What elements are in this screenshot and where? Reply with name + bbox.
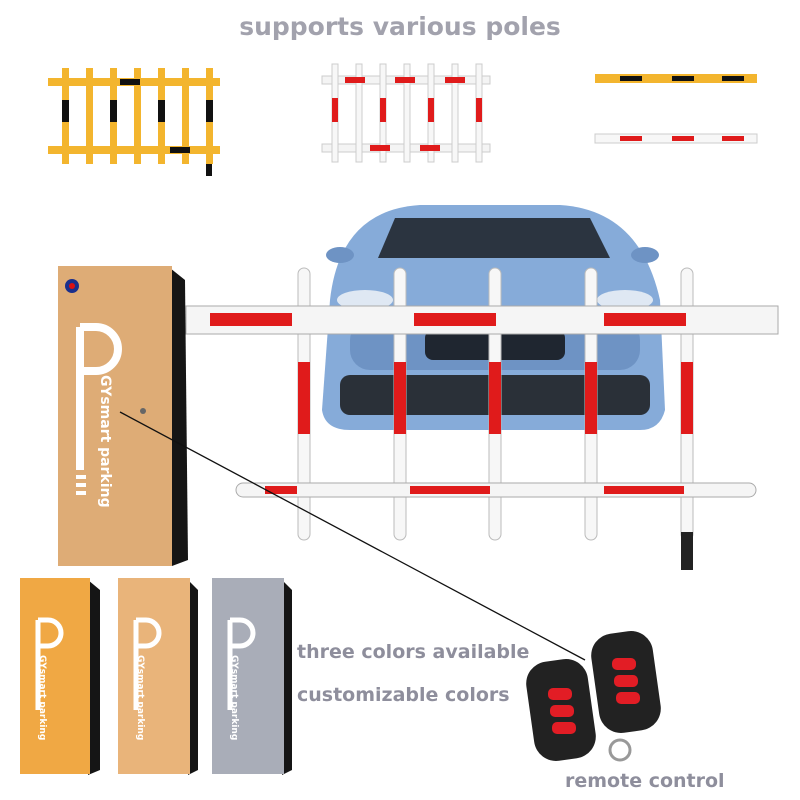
remote-control-label: remote control [565, 770, 725, 792]
swatch-gray-brand: GYsmart parking [229, 655, 239, 741]
color-swatches [20, 578, 292, 775]
cabinet-brand: GYsmart parking [97, 375, 113, 508]
swatch-tan-brand: GYsmart parking [135, 655, 145, 741]
red-white-fence-pole [321, 63, 491, 163]
remote-control-image [526, 631, 661, 762]
page-title: supports various poles [239, 12, 561, 41]
logo-gear-icon [65, 279, 79, 293]
barrier-cabinet [58, 266, 586, 661]
barrier-fence-arm [185, 267, 779, 570]
swatch-orange-brand: GYsmart parking [37, 655, 47, 741]
yellow-fence-pole [48, 68, 220, 176]
straight-poles [594, 74, 758, 144]
customizable-colors-label: customizable colors [297, 684, 510, 706]
three-colors-label: three colors available [297, 641, 530, 663]
